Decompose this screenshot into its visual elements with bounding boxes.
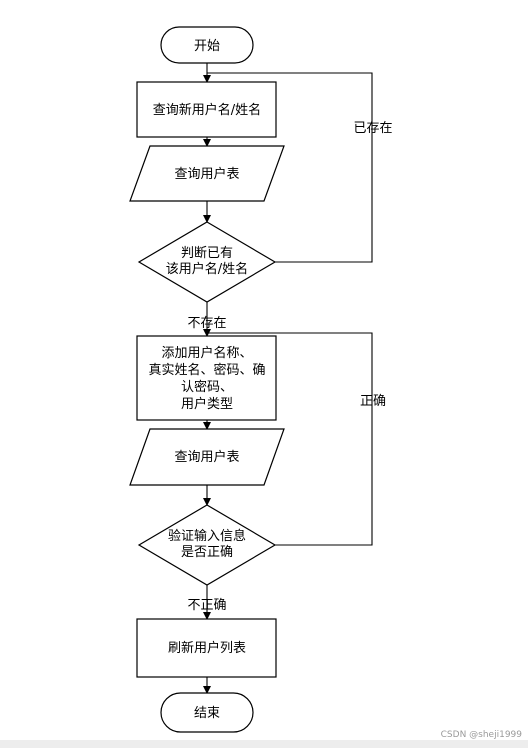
edge-correct-loop	[207, 332, 373, 546]
user-table-io-1	[129, 145, 285, 202]
add-user-process	[136, 335, 277, 421]
user-table-io-2	[129, 428, 285, 486]
label-exists: 已存在	[353, 121, 392, 136]
label-not-exists: 不存在	[187, 316, 226, 331]
end-terminal	[160, 692, 254, 733]
user-table-label-1: 查询用户表	[174, 166, 239, 182]
add-user-line-2: 真实姓名、密码、确	[148, 362, 265, 378]
add-user-line-1: 添加用户名称、	[161, 345, 252, 361]
end-label: 结束	[194, 706, 220, 721]
refresh-process	[136, 618, 277, 678]
decision-exists-line-2: 该用户名/姓名	[166, 261, 248, 277]
decision-valid	[137, 504, 277, 586]
label-correct: 正确	[360, 394, 386, 409]
decision-exists-line-1: 判断已有	[181, 246, 233, 261]
bottom-strip	[0, 740, 528, 748]
add-user-line-3: 认密码、	[181, 379, 233, 395]
refresh-label: 刷新用户列表	[168, 640, 246, 656]
start-terminal	[160, 26, 254, 64]
start-label: 开始	[194, 39, 220, 54]
label-incorrect: 不正确	[187, 598, 226, 613]
decision-valid-line-1: 验证输入信息	[168, 528, 246, 544]
query-name-label: 查询新用户名/姓名	[153, 102, 261, 118]
decision-exists	[137, 221, 277, 303]
query-name-process	[136, 81, 277, 138]
decision-valid-line-2: 是否正确	[181, 545, 233, 560]
user-table-label-2: 查询用户表	[174, 449, 239, 465]
watermark: CSDN @sheji1999	[441, 730, 523, 740]
add-user-line-4: 用户类型	[181, 396, 233, 412]
edge-exists-loop	[207, 72, 373, 263]
